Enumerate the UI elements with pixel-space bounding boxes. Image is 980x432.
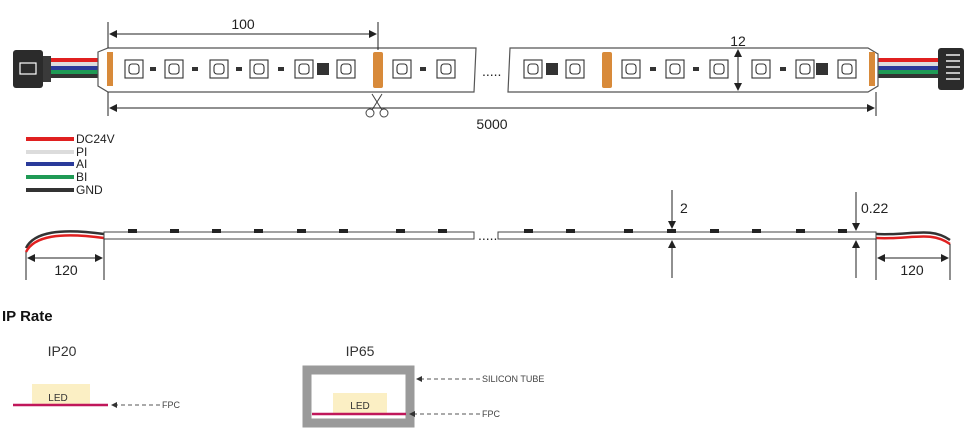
thickness-label: 0.22 <box>861 200 888 216</box>
legend-label: DC24V <box>76 132 115 146</box>
solder-pads <box>107 52 875 88</box>
pitch-dimension: 100 <box>107 16 379 50</box>
ip65-silicon-tube <box>302 365 415 428</box>
height-dimension: 2 <box>668 190 688 278</box>
side-strip-right <box>497 231 877 240</box>
legend-item: DC24V <box>26 132 115 146</box>
ip65-diagram: IP65 LED SILICON TUBE FPC <box>302 343 544 428</box>
side-strip-left <box>103 231 475 240</box>
height-label: 2 <box>680 200 688 216</box>
legend-swatch <box>26 150 74 154</box>
legend-swatch <box>26 175 74 179</box>
legend-item: BI <box>26 170 87 184</box>
smd-components <box>150 63 828 75</box>
legend-item: GND <box>26 183 103 197</box>
left-lead-dimension: 120 <box>25 239 105 280</box>
legend-label: BI <box>76 170 87 184</box>
right-connector <box>878 48 964 90</box>
legend-swatch <box>26 137 74 141</box>
legend-label: GND <box>76 183 103 197</box>
pitch-label: 100 <box>231 16 255 32</box>
ip20-led-block <box>32 384 90 405</box>
ip65-label: IP65 <box>346 343 375 359</box>
ip20-led-text: LED <box>48 393 67 404</box>
thickness-dimension: 0.22 <box>852 192 888 278</box>
width-label: 12 <box>730 33 746 49</box>
top-ellipsis: ..... <box>482 63 501 79</box>
ip20-label: IP20 <box>48 343 77 359</box>
ip65-led-text: LED <box>350 401 369 412</box>
ip20-fpc-text: FPC <box>162 400 181 410</box>
side-ellipsis: ..... <box>478 227 497 243</box>
right-lead-wire <box>875 231 951 242</box>
top-view: ..... 100 12 5000 <box>13 16 964 132</box>
legend-swatch <box>26 162 74 166</box>
scissors-icon <box>365 93 389 118</box>
ip65-led-block <box>333 393 387 414</box>
legend-item: PI <box>26 145 87 159</box>
ip20-diagram: IP20 LED FPC <box>13 343 181 410</box>
legend-item: AI <box>26 157 87 171</box>
led-chips <box>124 59 857 79</box>
lead-left-label: 120 <box>54 262 78 278</box>
width-dimension: 12 <box>730 33 746 91</box>
lead-right-label: 120 <box>900 262 924 278</box>
ip-rate-section: IP Rate IP20 LED FPC IP65 LED SILICON TU… <box>2 308 544 428</box>
legend-label: PI <box>76 145 87 159</box>
ip65-tube-text: SILICON TUBE <box>482 374 544 384</box>
length-label: 5000 <box>476 116 507 132</box>
ip-rate-title: IP Rate <box>2 308 53 325</box>
legend-swatch <box>26 188 74 192</box>
length-dimension: 5000 <box>107 92 877 132</box>
left-lead-wire <box>24 230 105 249</box>
left-connector <box>13 50 106 88</box>
legend-label: AI <box>76 157 87 171</box>
ip65-fpc-text: FPC <box>482 409 501 419</box>
side-view: ..... 120 120 <box>24 190 951 280</box>
right-lead-dimension: 120 <box>875 239 951 280</box>
wire-legend: DC24V PI AI BI GND <box>26 132 115 197</box>
side-chips <box>128 229 847 233</box>
